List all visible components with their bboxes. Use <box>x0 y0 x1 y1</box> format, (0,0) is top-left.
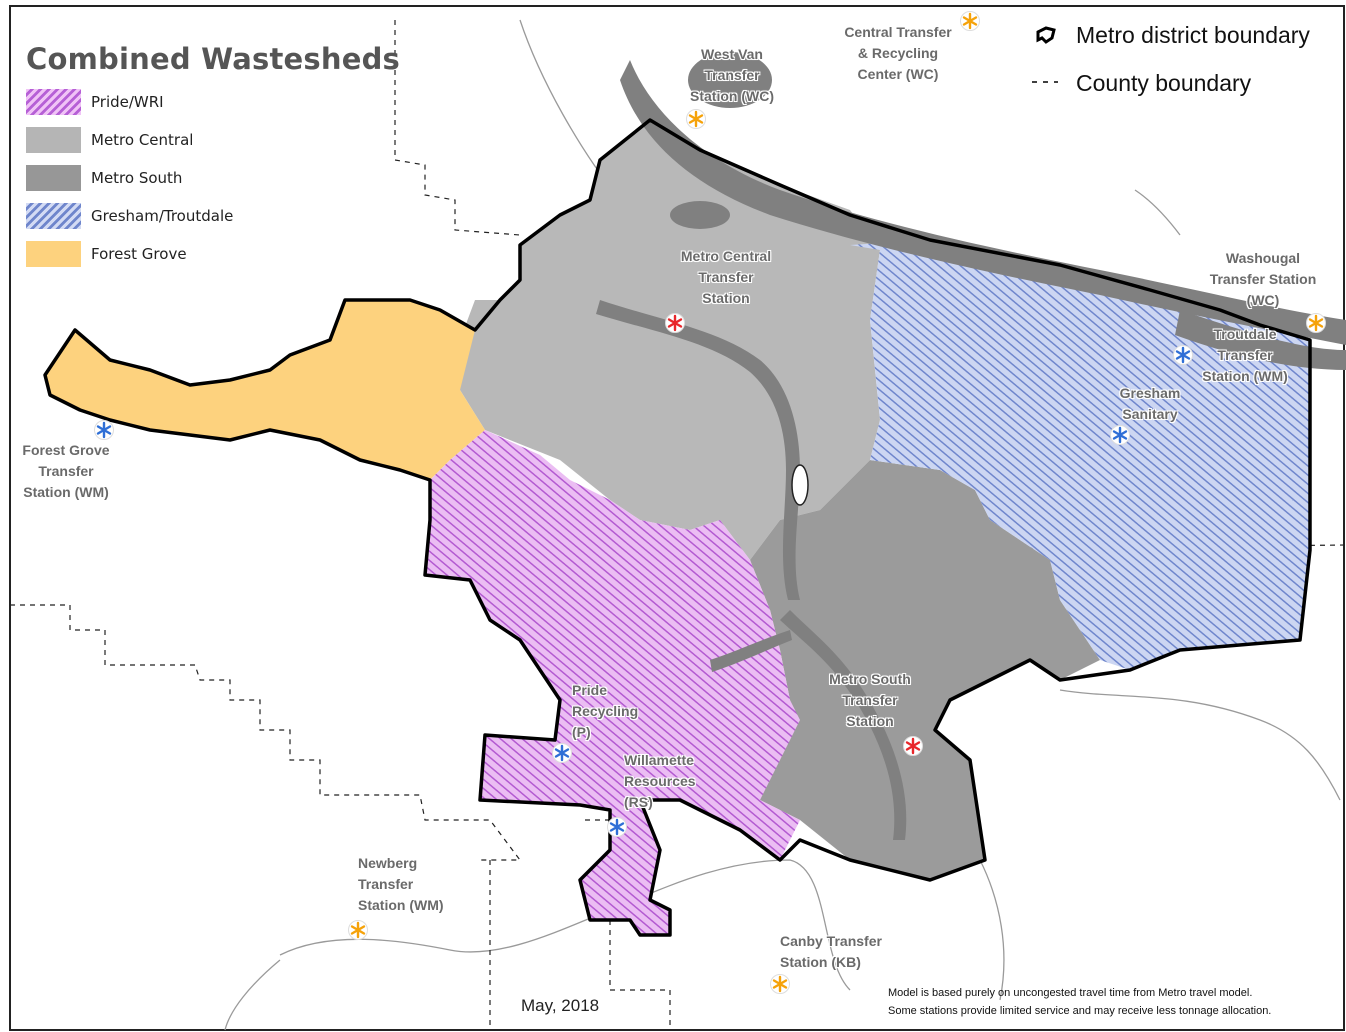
legend-swatch-gresham-troutdale <box>26 203 81 229</box>
legend-label: Metro Central <box>91 131 194 149</box>
station-label-pride-recycling: Pride Recycling (P) <box>572 682 639 740</box>
legend-county-boundary-label: County boundary <box>1076 70 1252 96</box>
legend-metro-boundary: Metro district boundary <box>1062 22 1310 49</box>
station-marker-central-transfer[interactable] <box>960 11 980 31</box>
metro-central-region <box>460 120 880 560</box>
map-frame <box>9 5 1345 1031</box>
station-marker-canby[interactable] <box>770 974 790 994</box>
legend-swatch-metro-south <box>26 165 81 191</box>
station-marker-willamette[interactable] <box>607 817 627 837</box>
legend-swatch-pride-wri <box>26 89 81 115</box>
legend-swatch-metro-central <box>26 127 81 153</box>
metro-south-region <box>750 460 1100 880</box>
legend-swatch-forest-grove <box>26 241 81 267</box>
model-note-line-1: Model is based purely on uncongested tra… <box>888 987 1253 999</box>
pride-wri-region <box>425 430 800 935</box>
rivers <box>596 52 1346 840</box>
legend-label: Gresham/Troutdale <box>91 207 234 225</box>
legend-metro-boundary-label: Metro district boundary <box>1076 22 1310 48</box>
legend-label: Forest Grove <box>91 245 187 263</box>
station-marker-pride-recycling[interactable] <box>552 743 572 763</box>
metro-district-boundary <box>43 118 1312 937</box>
station-marker-troutdale[interactable] <box>1173 345 1193 365</box>
forest-grove-region <box>45 300 485 480</box>
station-label-central-transfer: Central Transfer & Recycling Center (WC) <box>844 24 952 82</box>
station-marker-metro-central[interactable] <box>665 313 685 333</box>
station-label-newberg: Newberg Transfer Station (WM) <box>358 855 444 913</box>
legend-item-forest-grove: Forest Grove <box>26 241 187 267</box>
gresham-troutdale-region <box>850 240 1310 670</box>
model-note-line-2: Some stations provide limited service an… <box>888 1005 1272 1017</box>
station-label-gresham: Gresham Sanitary <box>1119 385 1181 422</box>
station-marker-newberg[interactable] <box>348 920 368 940</box>
station-marker-gresham[interactable] <box>1110 425 1130 445</box>
legend-label: Metro South <box>91 169 183 187</box>
legend-item-metro-south: Metro South <box>26 165 182 191</box>
station-label-metro-central: Metro Central Transfer Station <box>680 248 772 306</box>
legend-item-pride-wri: Pride/WRI <box>26 89 164 115</box>
legend-item-gresham-troutdale: Gresham/Troutdale <box>26 203 233 229</box>
station-label-canby: Canby Transfer Station (KB) <box>780 933 882 970</box>
legend-title: Combined Wastesheds <box>26 42 401 76</box>
legend-item-metro-central: Metro Central <box>26 127 193 153</box>
station-marker-washougal[interactable] <box>1306 313 1326 333</box>
station-label-willamette: Willamette Resources (RS) <box>624 752 696 810</box>
station-label-troutdale: Troutdale Transfer Station (WM) <box>1202 326 1288 384</box>
station-label-washougal: Washougal Transfer Station (WC) <box>1209 250 1317 308</box>
legend-county-boundary: County boundary <box>1062 70 1251 97</box>
map-date: May, 2018 <box>521 996 600 1015</box>
station-label-metro-south: Metro South Transfer Station <box>829 671 911 729</box>
station-marker-metro-south[interactable] <box>903 736 923 756</box>
station-marker-forest-grove[interactable] <box>94 420 114 440</box>
legend-label: Pride/WRI <box>91 93 164 111</box>
station-marker-west-van[interactable] <box>686 109 706 129</box>
station-label-west-van: West Van Transfer Station (WC) <box>690 46 774 104</box>
metro-boundary-legend-icon <box>1036 26 1056 44</box>
station-label-forest-grove: Forest Grove Transfer Station (WM) <box>22 442 110 500</box>
